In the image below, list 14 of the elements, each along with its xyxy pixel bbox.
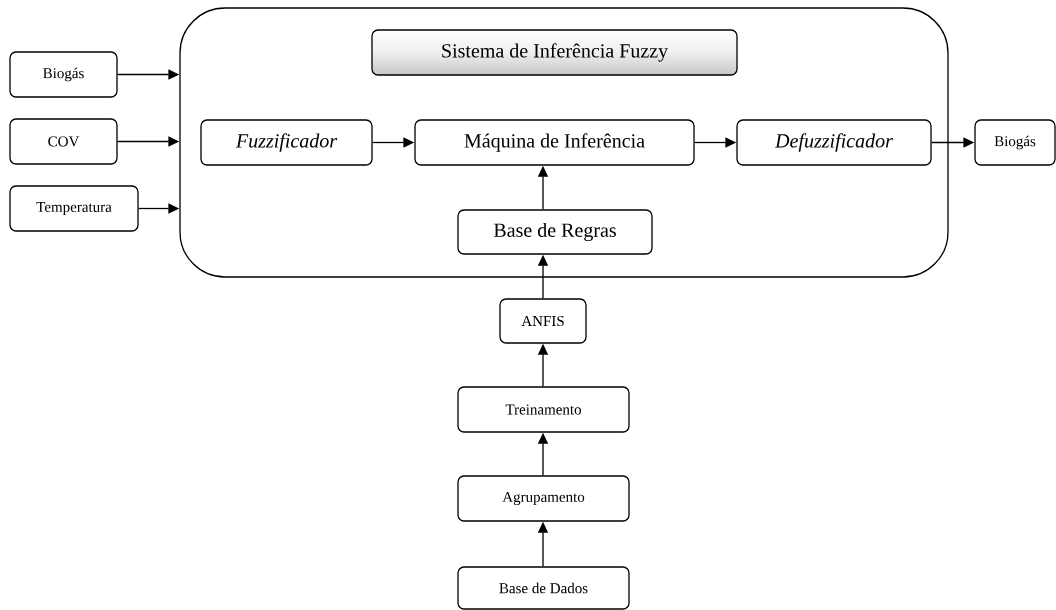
- title-box: Sistema de Inferência Fuzzy: [371, 29, 738, 76]
- input-box: Biogás: [9, 51, 118, 98]
- process-box: Base de Dados: [457, 566, 630, 610]
- process-box: Agrupamento: [457, 475, 630, 522]
- process-box: Fuzzificador: [200, 119, 373, 166]
- process-box: Defuzzificador: [736, 119, 932, 166]
- output-box: Biogás: [974, 119, 1056, 166]
- system-frame: [179, 7, 949, 278]
- input-box: Temperatura: [9, 185, 139, 232]
- process-box: Treinamento: [457, 386, 630, 433]
- process-box: ANFIS: [499, 298, 587, 344]
- process-box: Base de Regras: [457, 209, 653, 255]
- process-box: Máquina de Inferência: [414, 119, 695, 166]
- input-box: COV: [9, 118, 118, 165]
